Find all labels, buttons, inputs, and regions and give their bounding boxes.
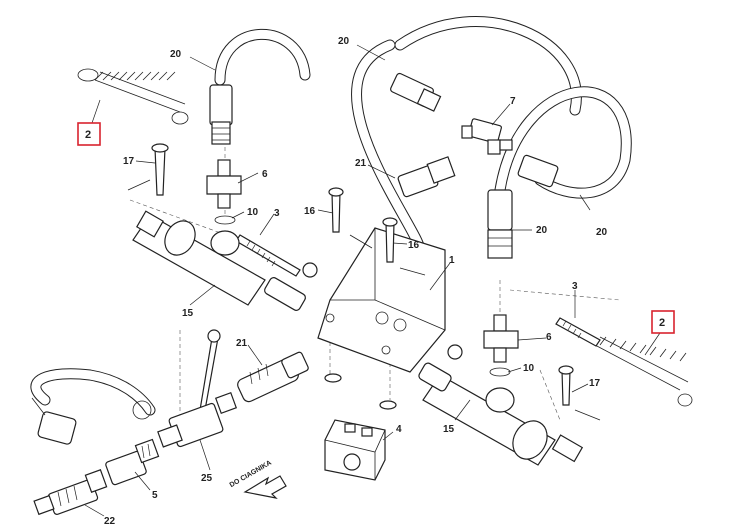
spring-right [594,336,693,407]
callout-20-top: 20 [338,36,350,47]
callout-17-right: 17 [589,378,601,389]
mounting-bracket [317,227,446,373]
tee-fitting [461,118,513,155]
callout-1: 1 [449,255,455,266]
callout-15-right: 15 [443,424,455,435]
nipple-coupler [105,438,160,486]
dust-cap [31,397,152,445]
callout-6-right: 6 [546,332,552,343]
callout-17-left: 17 [123,156,135,167]
callout-3-left: 3 [274,208,280,219]
callout-16-b: 16 [408,240,420,251]
quick-coupler-plug [33,469,108,516]
rod-right [555,317,601,347]
clamp-block [324,419,386,481]
boxed-callout-left: 2 [77,122,101,146]
callout-5: 5 [152,490,158,501]
callout-20-right: 20 [596,227,608,238]
callout-21-low: 21 [236,338,248,349]
callout-22: 22 [104,516,116,527]
callout-10-right: 10 [523,363,535,374]
callout-20-left: 20 [170,49,182,60]
callout-7: 7 [510,96,516,107]
callout-21-mid: 21 [355,158,367,169]
pins [127,143,601,421]
callout-labels: 20 20 7 21 6 10 3 17 16 16 1 20 20 15 21… [104,36,608,527]
ball-valve [157,329,238,448]
spring-left [77,68,189,125]
direction-arrow-icon [243,475,287,499]
callout-3-right: 3 [572,281,578,292]
boxed-callout-right-label: 2 [659,317,665,329]
callout-6-top: 6 [262,169,268,180]
adapter-top [206,159,242,225]
hoses [30,16,632,416]
cylinder-left [132,210,306,311]
coupling-lower [237,351,309,403]
callout-15-left: 15 [182,308,194,319]
cylinder-right [418,362,584,466]
callout-10-top: 10 [247,207,259,218]
callout-20-mid: 20 [536,225,548,236]
nuts-washers [302,262,463,410]
boxed-callout-right: 2 [651,310,675,334]
leader-lines [84,44,663,517]
adapter-right [483,314,519,377]
callout-16-a: 16 [304,206,316,217]
callout-4: 4 [396,424,402,435]
boxed-callout-left-label: 2 [85,129,91,141]
fittings [209,72,559,259]
callout-25: 25 [201,473,213,484]
